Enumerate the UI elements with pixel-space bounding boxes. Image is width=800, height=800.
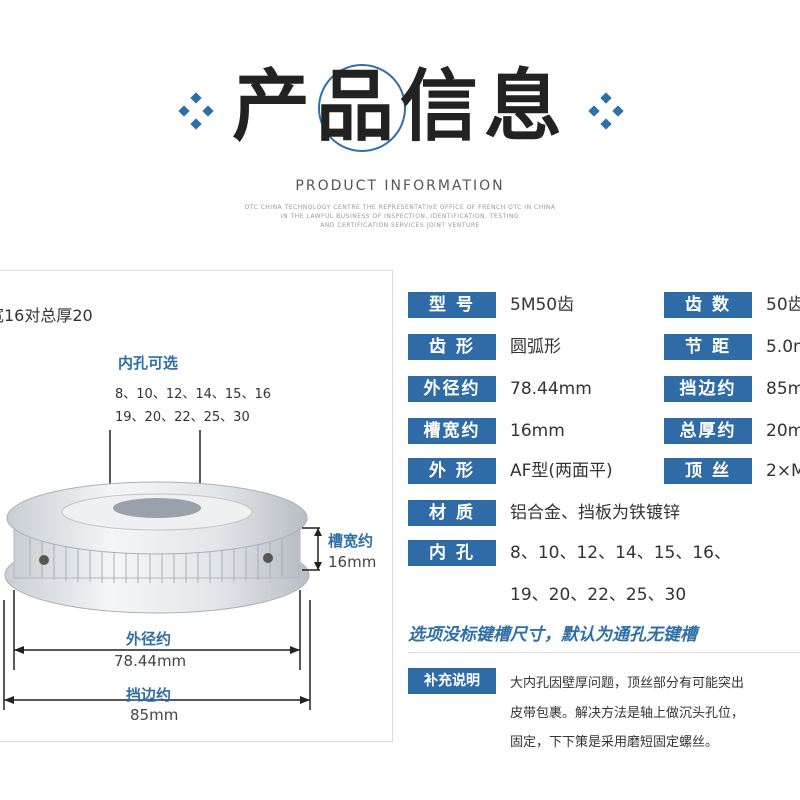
bore-options-title: 内孔可选 <box>118 354 179 372</box>
groove-width-label: 槽宽约 <box>328 532 374 550</box>
title-ring-decoration <box>318 64 406 152</box>
supplement-line-2: 皮带包裹。解决方法是轴上做沉头孔位， <box>510 706 745 721</box>
spec-value-flange: 85mm <box>766 379 800 399</box>
diamond-cluster-left-icon <box>176 92 216 132</box>
spec-label-tooth-profile: 齿 形 <box>408 334 496 360</box>
keyway-note: 选项没标键槽尺寸，默认为通孔无键槽 <box>408 625 697 645</box>
spec-label-total-thickness: 总厚约 <box>664 418 752 444</box>
bore-options-line-2: 19、20、22、25、30 <box>115 410 250 425</box>
spec-label-teeth: 齿 数 <box>664 292 752 318</box>
flange-diameter-label: 挡边约 <box>126 686 172 704</box>
spec-value-groove-width: 16mm <box>510 421 565 441</box>
spec-value-tooth-profile: 圆弧形 <box>510 337 561 357</box>
spec-value-total-thickness: 20mm <box>766 421 800 441</box>
groove-width-value: 16mm <box>328 553 377 571</box>
diamond-cluster-right-icon <box>586 92 626 132</box>
bore-options-line-1: 8、10、12、14、15、16 <box>115 387 271 402</box>
micro-text-line-2: IN THE LAWFUL BUSINESS OF INSPECTION, ID… <box>280 213 520 220</box>
divider <box>408 652 800 653</box>
spec-label-outer-diameter: 外径约 <box>408 376 496 402</box>
spec-value-outer-diameter: 78.44mm <box>510 379 592 399</box>
flange-diameter-value: 85mm <box>130 706 179 724</box>
micro-text-line-3: AND CERTIFICATION SERVICES JOINT VENTURE <box>320 222 480 229</box>
spec-value-set-screw: 2×M4 <box>766 461 800 481</box>
spec-label-pitch: 节 距 <box>664 334 752 360</box>
outer-diameter-value: 78.44mm <box>114 652 187 670</box>
outer-diameter-label: 外径约 <box>126 630 172 648</box>
spec-value-shape: AF型(两面平) <box>510 461 613 481</box>
supplement-line-3: 固定，下下策是采用磨短固定螺丝。 <box>510 735 719 750</box>
page-title: 产品信息 <box>231 62 568 152</box>
spec-label-groove-width: 槽宽约 <box>408 418 496 444</box>
spec-label-bore: 内 孔 <box>408 540 496 566</box>
spec-value-bore-line-2: 19、20、22、25、30 <box>510 585 687 605</box>
spec-value-pitch: 5.0mm <box>766 337 800 357</box>
spec-label-shape: 外 形 <box>408 458 496 484</box>
pulley-diagram <box>3 430 322 710</box>
supplement-label: 补充说明 <box>408 668 496 694</box>
page-subtitle: PRODUCT INFORMATION <box>295 178 505 194</box>
product-panel-title: 宽16对总厚20 <box>0 306 93 325</box>
spec-value-teeth: 50齿 <box>766 295 800 315</box>
micro-text-line-1: OTC CHINA TECHNOLOGY CENTRE THE REPRESEN… <box>244 204 556 211</box>
spec-value-bore-line-1: 8、10、12、14、15、16、 <box>510 543 731 563</box>
spec-value-material: 铝合金、挡板为铁镀锌 <box>510 503 680 523</box>
supplement-line-1: 大内孔因壁厚问题，顶丝部分有可能突出 <box>510 676 745 691</box>
spec-label-set-screw: 顶 丝 <box>664 458 752 484</box>
spec-label-flange: 挡边约 <box>664 376 752 402</box>
spec-label-model: 型 号 <box>408 292 496 318</box>
spec-label-material: 材 质 <box>408 500 496 526</box>
spec-value-model: 5M50齿 <box>510 295 575 315</box>
